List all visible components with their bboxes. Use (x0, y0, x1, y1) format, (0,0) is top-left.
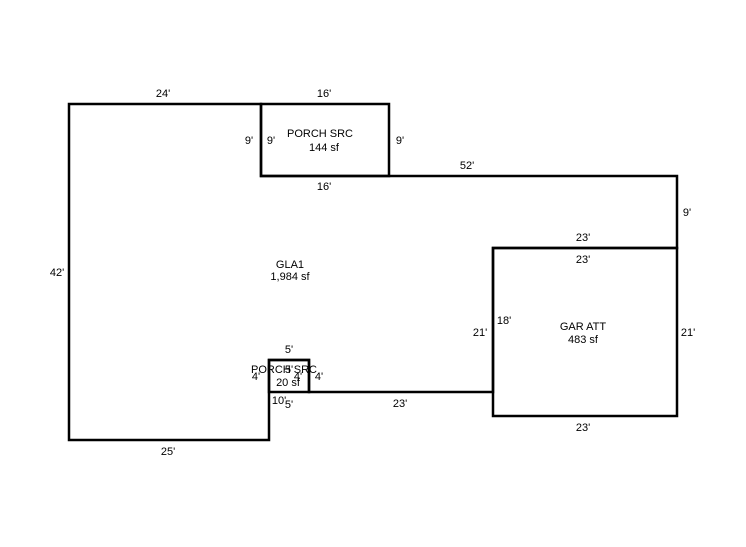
gla-outline (67, 102, 679, 442)
dim-small-porch-top: 5' (285, 344, 293, 356)
dim-top-left: 24' (156, 88, 170, 100)
dim-garage-left-outer: 21' (473, 327, 487, 339)
dim-small-porch-bottom-left: 10' (272, 395, 286, 407)
dim-porch-left-outer: 9' (245, 135, 253, 147)
dim-porch-top: 16' (317, 88, 331, 100)
garage-name: GAR ATT (560, 321, 607, 333)
dim-small-porch-left: 4' (252, 371, 260, 383)
dim-lower-run: 23' (393, 398, 407, 410)
dim-small-porch-top-inner: 5' (285, 364, 293, 376)
porch-top-area: 144 sf (309, 142, 340, 154)
dim-garage-top-inner: 23' (576, 254, 590, 266)
dim-porch-left-inner: 9' (267, 135, 275, 147)
dim-garage-left-inner: 18' (497, 315, 511, 327)
porch-top-name: PORCH SRC (287, 128, 353, 140)
dim-garage-bottom: 23' (576, 422, 590, 434)
gla-area: 1,984 sf (270, 271, 310, 283)
dim-garage-top-outer: 23' (576, 232, 590, 244)
dim-small-porch-right-inner: 4' (294, 371, 302, 383)
dim-left-side: 42' (50, 267, 64, 279)
porch-top-outline (259, 102, 391, 178)
dim-garage-right: 21' (681, 327, 695, 339)
garage-area: 483 sf (568, 334, 599, 346)
dim-small-porch-right: 4' (315, 371, 323, 383)
porch-small-area: 20 sf (276, 377, 301, 389)
dim-bottom-left: 25' (161, 446, 175, 458)
dim-porch-right: 9' (396, 135, 404, 147)
gla-name: GLA1 (276, 259, 304, 271)
dim-upper-right-run: 52' (460, 160, 474, 172)
dim-right-short: 9' (683, 207, 691, 219)
dim-porch-bottom: 16' (317, 181, 331, 193)
porch-small-outline (267, 358, 311, 394)
garage-outline (491, 246, 679, 418)
porch-small-name: PORCH SRC (251, 364, 317, 376)
dim-small-porch-bottom: 5' (285, 399, 293, 411)
